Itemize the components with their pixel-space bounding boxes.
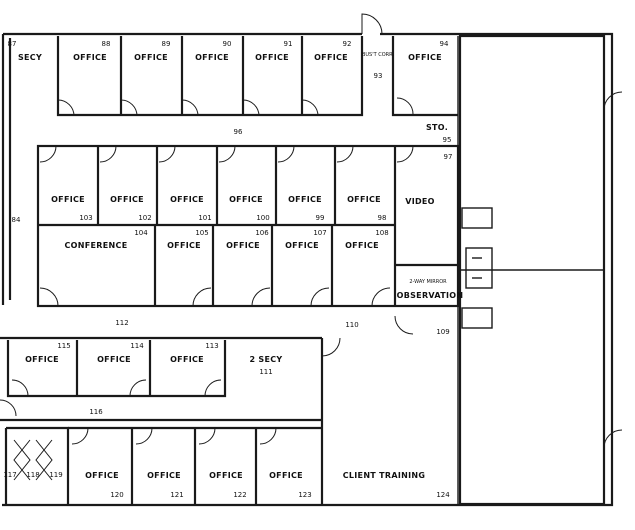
observation-note: 2-WAY MIRROR bbox=[409, 279, 447, 285]
room-number-87: 87 bbox=[8, 40, 17, 48]
room-label-95: STO. bbox=[426, 123, 448, 132]
room-label-111: 2 SECY bbox=[249, 355, 282, 364]
room-number-114: 114 bbox=[130, 342, 144, 350]
room-number-121: 121 bbox=[170, 491, 183, 499]
room-label-121: OFFICE bbox=[147, 471, 181, 480]
room-label-97: VIDEO bbox=[405, 197, 435, 206]
room-number-100: 100 bbox=[256, 214, 269, 222]
room-number-99: 99 bbox=[316, 214, 325, 222]
room-number-91: 91 bbox=[284, 40, 293, 48]
room-number-93: 93 bbox=[374, 72, 383, 80]
room-label-98: OFFICE bbox=[347, 195, 381, 204]
room-number-90: 90 bbox=[223, 40, 232, 48]
room-label-124: CLIENT TRAINING bbox=[343, 471, 426, 480]
room-number-95: 95 bbox=[443, 136, 452, 144]
room-label-106: OFFICE bbox=[226, 241, 260, 250]
room-label-102: OFFICE bbox=[110, 195, 144, 204]
room-label-94: OFFICE bbox=[408, 53, 442, 62]
middle-block-walls bbox=[36, 144, 460, 335]
room-label-93: BUS'T CORR. bbox=[362, 52, 394, 58]
room-number-103: 103 bbox=[79, 214, 92, 222]
room-label-87: SECY bbox=[18, 53, 42, 62]
room-number-119: 119 bbox=[49, 471, 62, 479]
room-number-108: 108 bbox=[375, 229, 388, 237]
room-number-105: 105 bbox=[195, 229, 208, 237]
room-number-92: 92 bbox=[343, 40, 352, 48]
room-number-101: 101 bbox=[198, 214, 211, 222]
room-number-104: 104 bbox=[134, 229, 148, 237]
room-number-115: 115 bbox=[57, 342, 70, 350]
observation-windows bbox=[461, 207, 493, 329]
room-label-108: OFFICE bbox=[345, 241, 379, 250]
room-number-109: 109 bbox=[436, 328, 449, 336]
room-label-103: OFFICE bbox=[51, 195, 85, 204]
room-label-115: OFFICE bbox=[25, 355, 59, 364]
room-number-106: 106 bbox=[255, 229, 269, 237]
room-label-100: OFFICE bbox=[229, 195, 263, 204]
room-label-92: OFFICE bbox=[314, 53, 348, 62]
room-label-120: OFFICE bbox=[85, 471, 119, 480]
room-label-91: OFFICE bbox=[255, 53, 289, 62]
room-number-96: 96 bbox=[234, 128, 243, 136]
room-label-89: OFFICE bbox=[134, 53, 168, 62]
room-number-122: 122 bbox=[233, 491, 246, 499]
room-number-84: 84 bbox=[12, 216, 21, 224]
room-number-98: 98 bbox=[378, 214, 387, 222]
room-number-113: 113 bbox=[205, 342, 218, 350]
right-spaces bbox=[457, 34, 606, 506]
room-number-124: 124 bbox=[436, 491, 450, 499]
room-label-105: OFFICE bbox=[167, 241, 201, 250]
room-number-102: 102 bbox=[138, 214, 151, 222]
room-number-123: 123 bbox=[298, 491, 311, 499]
room-label-123: OFFICE bbox=[269, 471, 303, 480]
room-number-97: 97 bbox=[444, 153, 453, 161]
room-number-110: 110 bbox=[345, 321, 358, 329]
bottom-row-walls bbox=[4, 91, 623, 505]
room-label-114: OFFICE bbox=[97, 355, 131, 364]
room-number-89: 89 bbox=[162, 40, 171, 48]
room-number-118: 118 bbox=[26, 471, 39, 479]
room-number-111: 111 bbox=[259, 368, 272, 376]
top-row-walls bbox=[56, 13, 458, 117]
room-label-122: OFFICE bbox=[209, 471, 243, 480]
room-number-107: 107 bbox=[313, 229, 326, 237]
room-number-94: 94 bbox=[440, 40, 449, 48]
room-label-104: CONFERENCE bbox=[65, 241, 128, 250]
lower-left-walls bbox=[0, 337, 341, 417]
room-number-116: 116 bbox=[89, 408, 103, 416]
room-label-99: OFFICE bbox=[288, 195, 322, 204]
room-number-120: 120 bbox=[110, 491, 123, 499]
room-number-112: 112 bbox=[115, 319, 128, 327]
room-number-88: 88 bbox=[102, 40, 111, 48]
room-label-107: OFFICE bbox=[285, 241, 319, 250]
room-label-88: OFFICE bbox=[73, 53, 107, 62]
room-label-90: OFFICE bbox=[195, 53, 229, 62]
room-number-117: 117 bbox=[3, 471, 16, 479]
room-label-109: OBSERVATION bbox=[397, 291, 464, 300]
room-label-113: OFFICE bbox=[170, 355, 204, 364]
room-label-101: OFFICE bbox=[170, 195, 204, 204]
